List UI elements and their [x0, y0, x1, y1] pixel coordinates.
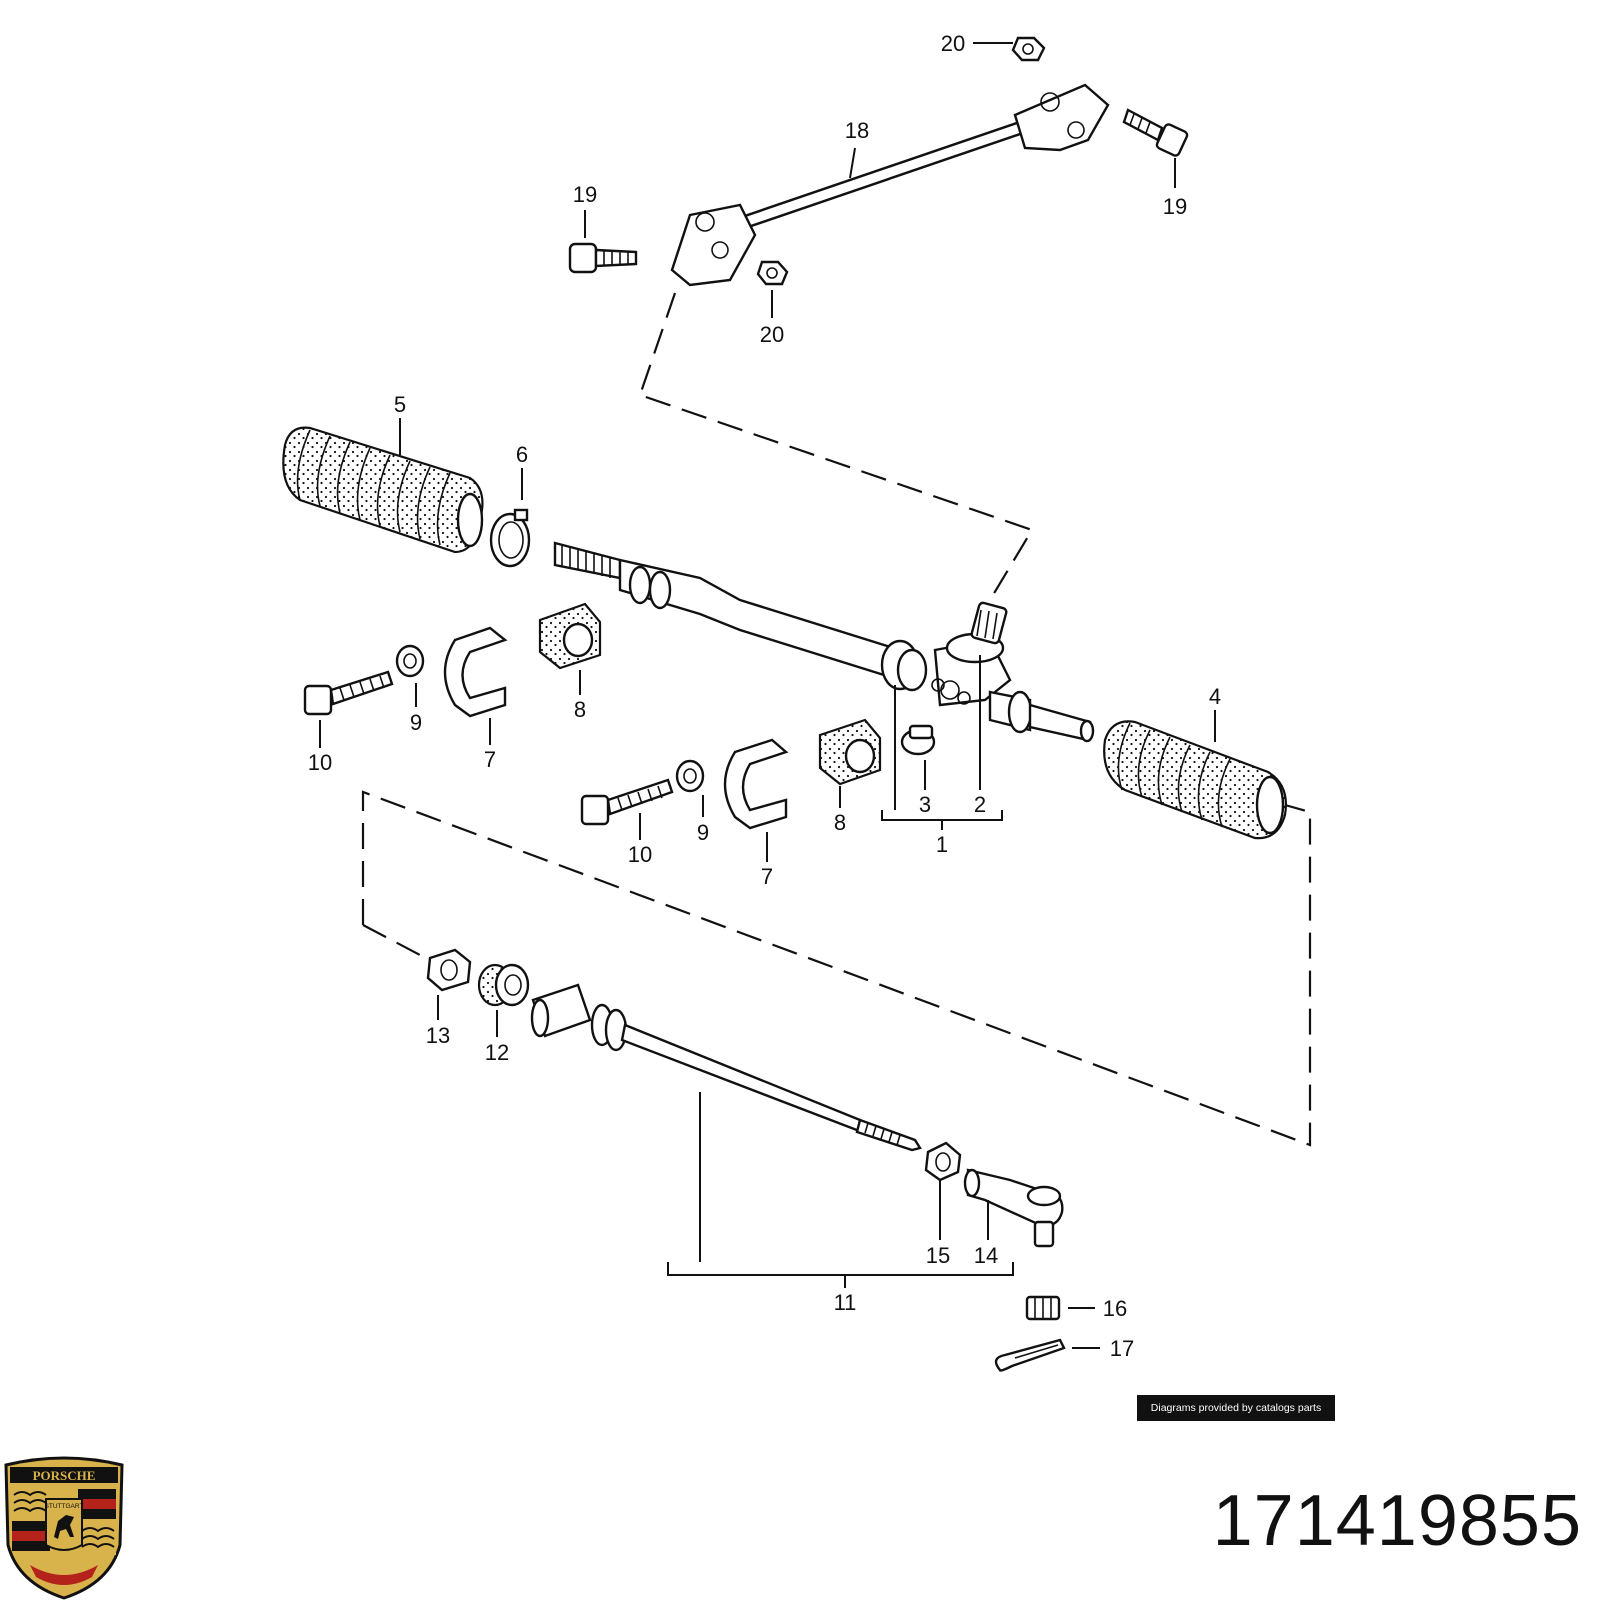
bushing-8-upper [538, 602, 602, 670]
bracket-7-upper [443, 626, 508, 718]
nut-13 [426, 948, 472, 992]
callout-20-lower: 20 [760, 322, 784, 347]
callout-8-lower: 8 [834, 810, 846, 835]
leader-lines [319, 42, 1216, 1349]
callout-11: 11 [834, 1290, 857, 1315]
callout-16: 16 [1103, 1296, 1127, 1321]
rubber-boot-4 [1103, 720, 1287, 840]
bushing-12 [477, 963, 530, 1007]
callout-7-lower: 7 [761, 864, 773, 889]
nut-15 [924, 1141, 962, 1182]
callout-10-upper: 10 [308, 750, 332, 775]
callout-20-top: 20 [941, 31, 965, 56]
tie-rod [530, 983, 922, 1152]
washer-9-upper [395, 644, 425, 678]
crest-text-stuttgart: STUTTGART [45, 1503, 84, 1510]
callout-8-upper: 8 [574, 697, 586, 722]
callout-15: 15 [926, 1243, 950, 1268]
cotter-pin-17 [994, 1338, 1066, 1372]
rubber-boot-5 [282, 426, 484, 554]
callout-17: 17 [1110, 1336, 1134, 1361]
bracket-7-lower [723, 738, 789, 830]
assembly-dashed-lines [361, 292, 1312, 1147]
tie-rod-end-14 [963, 1168, 1064, 1248]
callout-labels: 20 18 19 19 20 5 6 4 10 9 7 8 10 9 7 8 3… [308, 31, 1221, 1361]
callout-4: 4 [1209, 684, 1221, 709]
callout-18: 18 [845, 118, 869, 143]
bolt-19-right [1122, 108, 1189, 157]
nut-20-top [1011, 36, 1046, 62]
callout-19-right: 19 [1163, 194, 1187, 219]
callout-12: 12 [485, 1040, 509, 1065]
clamp-6 [489, 508, 531, 568]
callout-1: 1 [936, 832, 948, 857]
porsche-crest-logo: PORSCHE STUTTGART [4, 1456, 124, 1600]
crest-text-porsche: PORSCHE [33, 1468, 96, 1483]
diagram-credit: Diagrams provided by catalogs parts [1137, 1395, 1335, 1421]
steering-shaft [670, 83, 1110, 287]
bolt-19-left [568, 242, 638, 274]
callout-13: 13 [426, 1023, 450, 1048]
plug-3 [900, 724, 936, 756]
washer-9-lower [675, 759, 705, 793]
castle-nut-16 [1025, 1295, 1061, 1321]
callout-10-lower: 10 [628, 842, 652, 867]
callout-2: 2 [974, 792, 986, 817]
part-number: 171419855 [1212, 1481, 1582, 1561]
callout-9-upper: 9 [410, 710, 422, 735]
steering-rack [553, 541, 1095, 743]
bolt-10-upper [303, 670, 394, 716]
bushing-8-lower [818, 718, 882, 786]
callout-3: 3 [919, 792, 931, 817]
callout-14: 14 [974, 1243, 998, 1268]
callout-6: 6 [516, 442, 528, 467]
nut-20-lower [756, 260, 789, 286]
bolt-10-lower [580, 778, 674, 826]
callout-5: 5 [394, 392, 406, 417]
callout-19-left: 19 [573, 182, 597, 207]
callout-7-upper: 7 [484, 747, 496, 772]
callout-9-lower: 9 [697, 820, 709, 845]
